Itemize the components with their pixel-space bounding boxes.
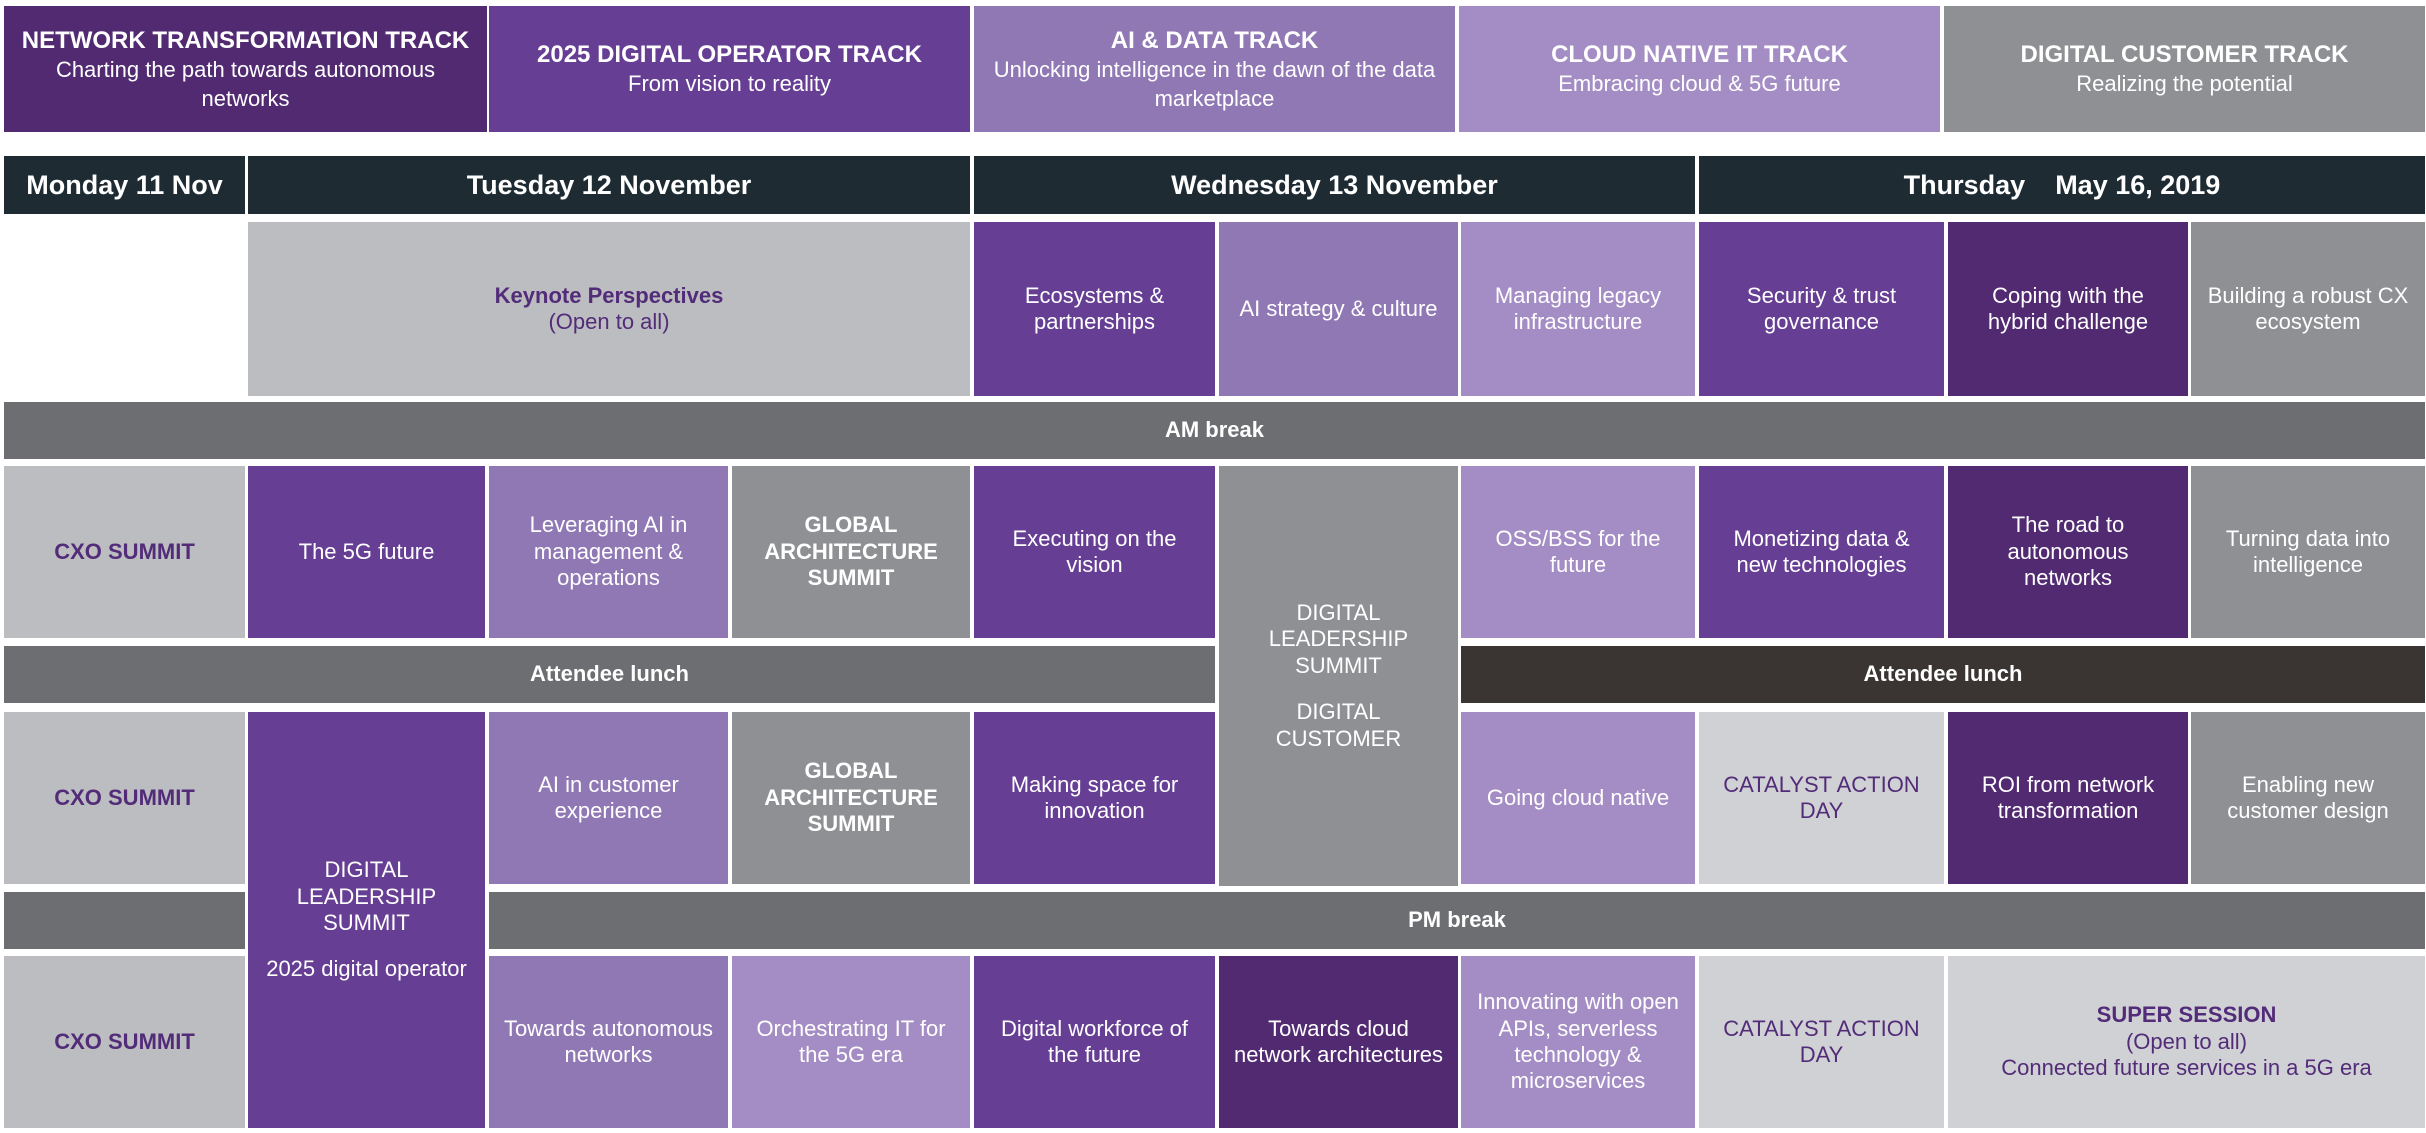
session-enabling-customer-design: Enabling new customer design	[2191, 712, 2425, 884]
super-session: SUPER SESSION (Open to all) Connected fu…	[1948, 956, 2425, 1128]
session-leveraging-ai: Leveraging AI in management & operations	[489, 466, 728, 638]
day-wednesday: Wednesday 13 November	[974, 156, 1695, 214]
session-road-autonomous: The road to autonomous networks	[1948, 466, 2188, 638]
pm-break-left	[4, 892, 245, 949]
global-architecture-summit-2: GLOBAL ARCHITECTURE SUMMIT	[732, 712, 970, 884]
keynote-perspectives: Keynote Perspectives (Open to all)	[248, 222, 970, 396]
track-title: NETWORK TRANSFORMATION TRACK	[21, 26, 470, 54]
super-session-description: Connected future services in a 5G era	[2001, 1055, 2372, 1081]
dls-title: DIGITAL LEADERSHIP SUMMIT	[296, 857, 437, 935]
session-towards-cloud-network: Towards cloud network architectures	[1219, 956, 1458, 1128]
session-roi-network: ROI from network transformation	[1948, 712, 2188, 884]
dls-subtitle: DIGITAL CUSTOMER	[1275, 699, 1402, 751]
track-digital-customer: DIGITAL CUSTOMER TRACK Realizing the pot…	[1944, 6, 2425, 132]
keynote-title: Keynote Perspectives	[494, 282, 724, 308]
day-tuesday: Tuesday 12 November	[248, 156, 970, 214]
session-managing-legacy: Managing legacy infrastructure	[1461, 222, 1695, 396]
session-ecosystems: Ecosystems & partnerships	[974, 222, 1215, 396]
session-orchestrating-it: Orchestrating IT for the 5G era	[732, 956, 970, 1128]
session-monetizing-data: Monetizing data & new technologies	[1699, 466, 1944, 638]
catalyst-action-day-2: CATALYST ACTION DAY	[1699, 956, 1944, 1128]
catalyst-action-day-1: CATALYST ACTION DAY	[1699, 712, 1944, 884]
attendee-lunch-right: Attendee lunch	[1461, 646, 2425, 703]
session-oss-bss: OSS/BSS for the future	[1461, 466, 1695, 638]
attendee-lunch-left: Attendee lunch	[4, 646, 1215, 703]
cxo-summit-3: CXO SUMMIT	[4, 956, 245, 1128]
track-digital-operator: 2025 DIGITAL OPERATOR TRACK From vision …	[489, 6, 970, 132]
session-innovating-open-apis: Innovating with open APIs, serverless te…	[1461, 956, 1695, 1128]
track-ai-data: AI & DATA TRACK Unlocking intelligence i…	[974, 6, 1455, 132]
track-title: AI & DATA TRACK	[1110, 26, 1319, 54]
session-5g-future: The 5G future	[248, 466, 485, 638]
session-turning-data: Turning data into intelligence	[2191, 466, 2425, 638]
session-ai-strategy: AI strategy & culture	[1219, 222, 1458, 396]
track-subtitle: From vision to reality	[628, 71, 831, 97]
digital-leadership-summit-customer: DIGITAL LEADERSHIP SUMMIT DIGITAL CUSTOM…	[1219, 466, 1458, 886]
session-executing-vision: Executing on the vision	[974, 466, 1215, 638]
track-subtitle: Realizing the potential	[2076, 71, 2293, 97]
track-subtitle: Embracing cloud & 5G future	[1558, 71, 1841, 97]
dls-title: DIGITAL LEADERSHIP SUMMIT	[1268, 600, 1409, 678]
track-subtitle: Unlocking intelligence in the dawn of th…	[993, 57, 1436, 111]
track-title: CLOUD NATIVE IT TRACK	[1551, 41, 1848, 69]
keynote-subtitle: (Open to all)	[548, 309, 670, 334]
pm-break: PM break	[489, 892, 2425, 949]
day-thursday: Thursday May 16, 2019	[1699, 156, 2425, 214]
track-network-transformation: NETWORK TRANSFORMATION TRACK Charting th…	[4, 6, 487, 132]
track-title: DIGITAL CUSTOMER TRACK	[2020, 41, 2349, 69]
track-subtitle: Charting the path towards autonomous net…	[55, 57, 436, 111]
global-architecture-summit-1: GLOBAL ARCHITECTURE SUMMIT	[732, 466, 970, 638]
super-session-subtitle: (Open to all)	[2125, 1028, 2248, 1054]
cxo-summit-1: CXO SUMMIT	[4, 466, 245, 638]
session-ai-customer-experience: AI in customer experience	[489, 712, 728, 884]
am-break: AM break	[4, 402, 2425, 459]
digital-leadership-summit-operator: DIGITAL LEADERSHIP SUMMIT 2025 digital o…	[248, 712, 485, 1128]
session-towards-autonomous: Towards autonomous networks	[489, 956, 728, 1128]
session-digital-workforce: Digital workforce of the future	[974, 956, 1215, 1128]
session-making-space: Making space for innovation	[974, 712, 1215, 884]
day-monday: Monday 11 Nov	[4, 156, 245, 214]
track-title: 2025 DIGITAL OPERATOR TRACK	[537, 41, 922, 69]
super-session-title: SUPER SESSION	[2096, 1002, 2277, 1028]
session-hybrid-challenge: Coping with the hybrid challenge	[1948, 222, 2188, 396]
track-cloud-native: CLOUD NATIVE IT TRACK Embracing cloud & …	[1459, 6, 1940, 132]
cxo-summit-2: CXO SUMMIT	[4, 712, 245, 884]
session-going-cloud-native: Going cloud native	[1461, 712, 1695, 884]
session-security-trust: Security & trust governance	[1699, 222, 1944, 396]
session-robust-cx: Building a robust CX ecosystem	[2191, 222, 2425, 396]
dls-subtitle: 2025 digital operator	[266, 956, 467, 982]
